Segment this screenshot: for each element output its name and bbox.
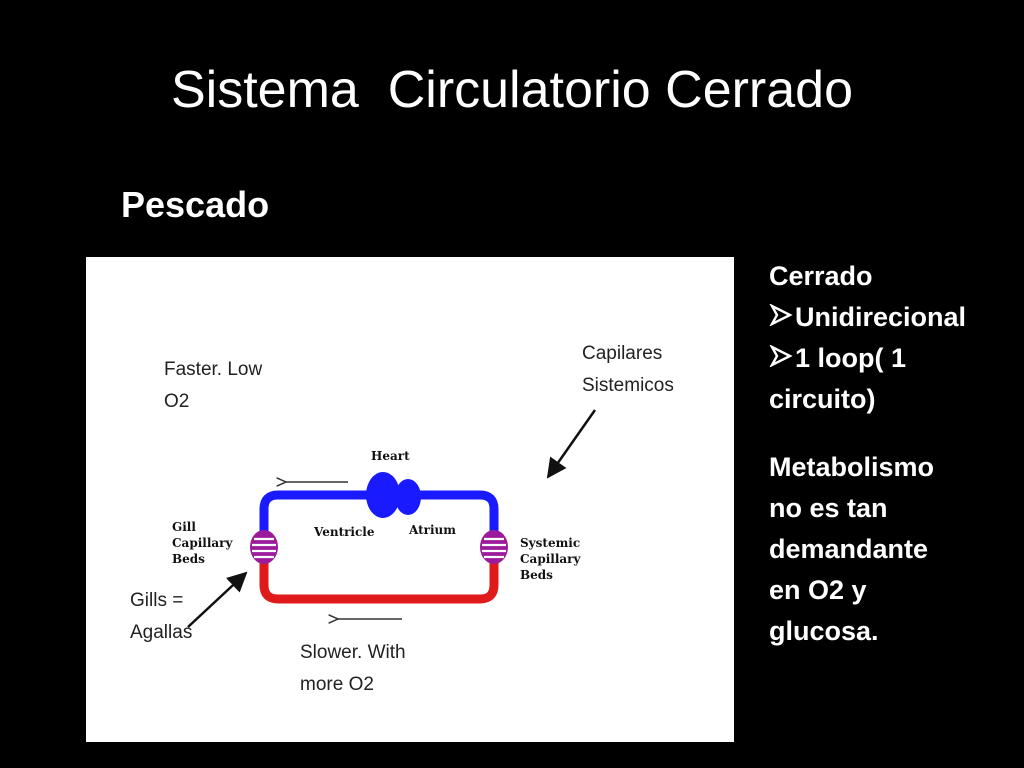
heart-label: Heart — [371, 449, 410, 463]
systemic-capillary-bed — [480, 530, 508, 564]
annotation-line: Gills = — [130, 590, 184, 611]
ventricle-label: Ventricle — [313, 525, 375, 539]
paragraph-line: demandante — [769, 534, 929, 564]
systemic-bed-label-line: Capillary — [520, 552, 581, 566]
annotation-line: Sistemicos — [582, 375, 674, 396]
side-notes: Cerrado Unidirecional 1 loop( 1 circuito… — [769, 256, 1009, 652]
paragraph-line: glucosa. — [769, 616, 879, 646]
slide-subtitle: Pescado — [121, 184, 270, 225]
annotation-line: more O2 — [300, 674, 374, 695]
systemic-bed-label-line: Systemic — [520, 536, 580, 550]
diagram-panel: Heart Ventricle Atrium Gill Capillary Be… — [86, 257, 734, 742]
bullet-text: 1 loop( 1 — [795, 343, 907, 373]
systemic-bed-label-line: Beds — [520, 568, 553, 582]
circulation-diagram: Heart Ventricle Atrium Gill Capillary Be… — [172, 409, 597, 628]
capilares-pointer-arrow — [546, 409, 597, 479]
paragraph-line: Metabolismo — [769, 452, 935, 482]
annotation-faster: Faster. Low O2 — [164, 354, 262, 418]
bullet-text: Unidirecional — [795, 302, 967, 332]
arrowhead-bullet-icon — [769, 338, 795, 379]
bullet-item: 1 loop( 1 — [769, 338, 1009, 379]
annotation-line: Faster. Low — [164, 359, 263, 380]
atrium-label: Atrium — [408, 523, 456, 537]
annotation-line: Slower. With — [300, 642, 406, 663]
annotation-line: O2 — [164, 391, 190, 412]
bullet-continuation: circuito) — [769, 384, 876, 414]
oxygenated-vessel — [259, 552, 499, 604]
notes-heading: Cerrado — [769, 261, 873, 291]
gills-pointer-arrow — [187, 571, 248, 628]
gill-bed-label-line: Beds — [172, 552, 205, 566]
ventricle-chamber — [366, 472, 400, 518]
slide-title: Sistema Circulatorio Cerrado — [170, 61, 854, 119]
arrowhead-bullet-icon — [769, 297, 795, 338]
gill-capillary-bed — [250, 530, 278, 564]
paragraph-line: no es tan — [769, 493, 888, 523]
gill-bed-label-line: Gill — [172, 520, 196, 534]
annotation-gills: Gills = Agallas — [130, 585, 192, 649]
annotation-capilares: Capilares Sistemicos — [582, 338, 674, 402]
annotation-line: Capilares — [582, 343, 663, 364]
annotation-line: Agallas — [130, 622, 193, 643]
gill-bed-label-line: Capillary — [172, 536, 233, 550]
annotation-slower: Slower. With more O2 — [300, 637, 406, 701]
paragraph-line: en O2 y — [769, 575, 867, 605]
atrium-chamber — [395, 479, 421, 515]
bullet-item: Unidirecional — [769, 297, 1009, 338]
